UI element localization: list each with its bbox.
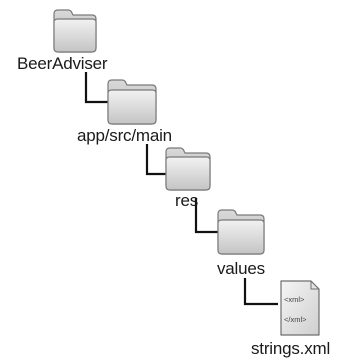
connector-line-2	[145, 144, 168, 176]
folder-label-app-src-main: app/src/main	[77, 126, 172, 145]
folder-icon[interactable]	[165, 147, 211, 191]
folder-label-beeradviser: BeerAdviser	[17, 54, 108, 73]
connector-line-3	[194, 198, 218, 234]
folder-icon[interactable]	[107, 79, 157, 125]
folder-icon[interactable]	[217, 209, 265, 255]
connector-line-1	[84, 72, 108, 104]
file-label-strings-xml: strings.xml	[251, 339, 331, 358]
folder-label-values: values	[217, 259, 265, 278]
folder-label-res: res	[175, 191, 199, 210]
folder-icon[interactable]	[53, 9, 97, 53]
connector-line-4	[243, 278, 278, 306]
xml-close-tag: </xml>	[284, 315, 307, 324]
xml-open-tag: <xml>	[284, 295, 305, 304]
xml-file-icon[interactable]: <xml> </xml>	[280, 280, 320, 336]
